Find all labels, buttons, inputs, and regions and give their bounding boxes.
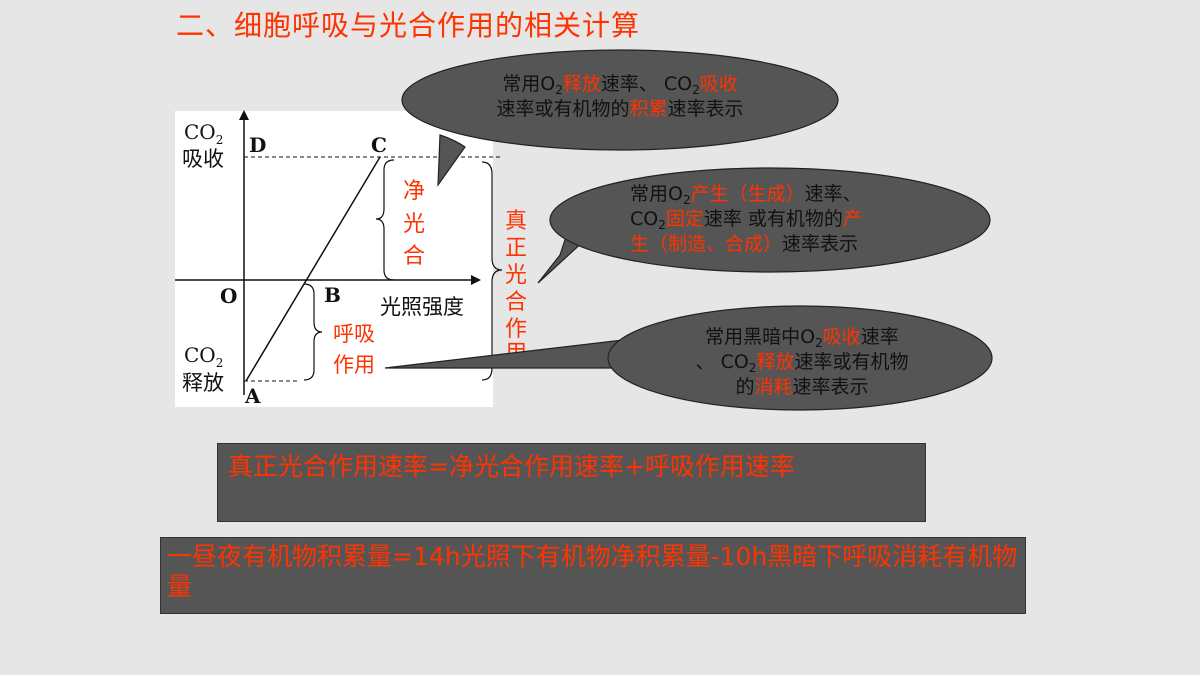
true-photo-char-4: 合 <box>505 290 527 315</box>
respiration-label-1: 呼吸 <box>333 322 375 346</box>
b1-part-8: 速率表示 <box>667 98 744 120</box>
bubble3-fill <box>609 307 991 409</box>
point-c: C <box>371 133 387 157</box>
b3-part-10: 速率表示 <box>792 376 869 398</box>
point-b: B <box>324 283 341 307</box>
bubble1-fill <box>403 51 837 149</box>
b1-highlight-release: 释放 <box>562 73 601 95</box>
b3-part-8: 的 <box>735 376 755 398</box>
bubble2-text: 常用O2产生（生成）速率、 CO2固定速率 或有机物的产 生（制造、合成）速率表… <box>630 182 862 257</box>
b1-highlight-accumulate: 积累 <box>629 98 668 120</box>
bubble1-text: 常用O2释放速率、 CO2吸收 速率或有机物的积累速率表示 <box>440 72 800 122</box>
true-photo-char-3: 光 <box>505 263 527 288</box>
b3-part-3: 速率 <box>860 326 899 348</box>
b2-highlight-fix: 固定 <box>665 208 704 230</box>
net-photosynthesis-brace <box>375 159 395 281</box>
photosynthesis-line <box>245 156 381 382</box>
b1-sub-1: 2 <box>555 83 563 97</box>
slide-title: 二、细胞呼吸与光合作用的相关计算 <box>176 9 641 42</box>
b3-highlight-release: 释放 <box>756 351 795 373</box>
true-photo-char-5: 作 <box>505 317 527 342</box>
b3-sub-2: 2 <box>748 361 757 375</box>
true-photo-char-2: 正 <box>505 236 527 261</box>
b3-sub-1: 2 <box>815 336 823 350</box>
point-o: O <box>220 284 237 308</box>
b2-part-7: 速率 或有机物的 <box>703 208 843 230</box>
formula-box-2: 一昼夜有机物积累量=14h光照下有机物净积累量-10h黑暗下呼吸消耗有机物量 <box>160 537 1026 614</box>
y-bottom-label-release: 释放 <box>182 371 224 395</box>
b1-part-0: 常用O <box>502 73 556 95</box>
bubble3-text: 常用黑暗中O2吸收速率 、 CO2释放速率或有机物 的消耗速率表示 <box>672 325 932 400</box>
b3-highlight-absorb: 吸收 <box>822 326 861 348</box>
b2-part-4: CO <box>630 208 659 230</box>
b2-part-0: 常用O <box>630 183 683 205</box>
bubble1-tail <box>437 134 466 187</box>
net-photo-char-1: 净 <box>403 179 425 204</box>
b2-sub-2: 2 <box>658 218 666 232</box>
net-photo-char-2: 光 <box>403 212 425 237</box>
b1-part-6: 速率或有机物的 <box>496 98 630 120</box>
respiration-label-2: 作用 <box>333 353 375 377</box>
y-top-label-co: CO2 <box>184 120 223 147</box>
b2-part-10: 速率表示 <box>782 233 859 255</box>
b2-highlight-manufacture: 生（制造、合成） <box>630 233 783 255</box>
net-photo-char-3: 合 <box>403 244 425 269</box>
b2-highlight-chan: 产 <box>842 208 862 230</box>
b2-part-3: 速率、 <box>804 183 862 205</box>
y-bottom-label-co: CO2 <box>184 343 223 370</box>
true-photo-char-1: 真 <box>505 209 527 234</box>
b3-part-4: 、 CO <box>695 351 749 373</box>
b1-part-3: 速率、 CO <box>600 73 693 95</box>
formula-true-photosynthesis: 真正光合作用速率=净光合作用速率+呼吸作用速率 <box>228 452 795 481</box>
respiration-brace <box>303 283 323 381</box>
x-axis-label: 光照强度 <box>380 295 464 319</box>
b3-part-7: 速率或有机物 <box>794 351 909 373</box>
b3-part-0: 常用黑暗中O <box>705 326 816 348</box>
point-d: D <box>249 133 266 157</box>
b2-sub-1: 2 <box>682 193 691 207</box>
formula-daily-accumulation: 一昼夜有机物积累量=14h光照下有机物净积累量-10h黑暗下呼吸消耗有机物量 <box>167 542 1018 601</box>
bubble2-fill <box>551 169 989 271</box>
y-top-label-absorb: 吸收 <box>182 147 224 171</box>
b1-highlight-absorb: 吸收 <box>699 73 738 95</box>
b1-sub-2: 2 <box>692 83 700 97</box>
true-photosynthesis-brace <box>481 161 503 381</box>
formula-box-1: 真正光合作用速率=净光合作用速率+呼吸作用速率 <box>217 443 926 522</box>
b2-highlight-produce: 产生（生成） <box>690 183 805 205</box>
point-a: A <box>244 384 261 408</box>
b3-highlight-consume: 消耗 <box>754 376 793 398</box>
